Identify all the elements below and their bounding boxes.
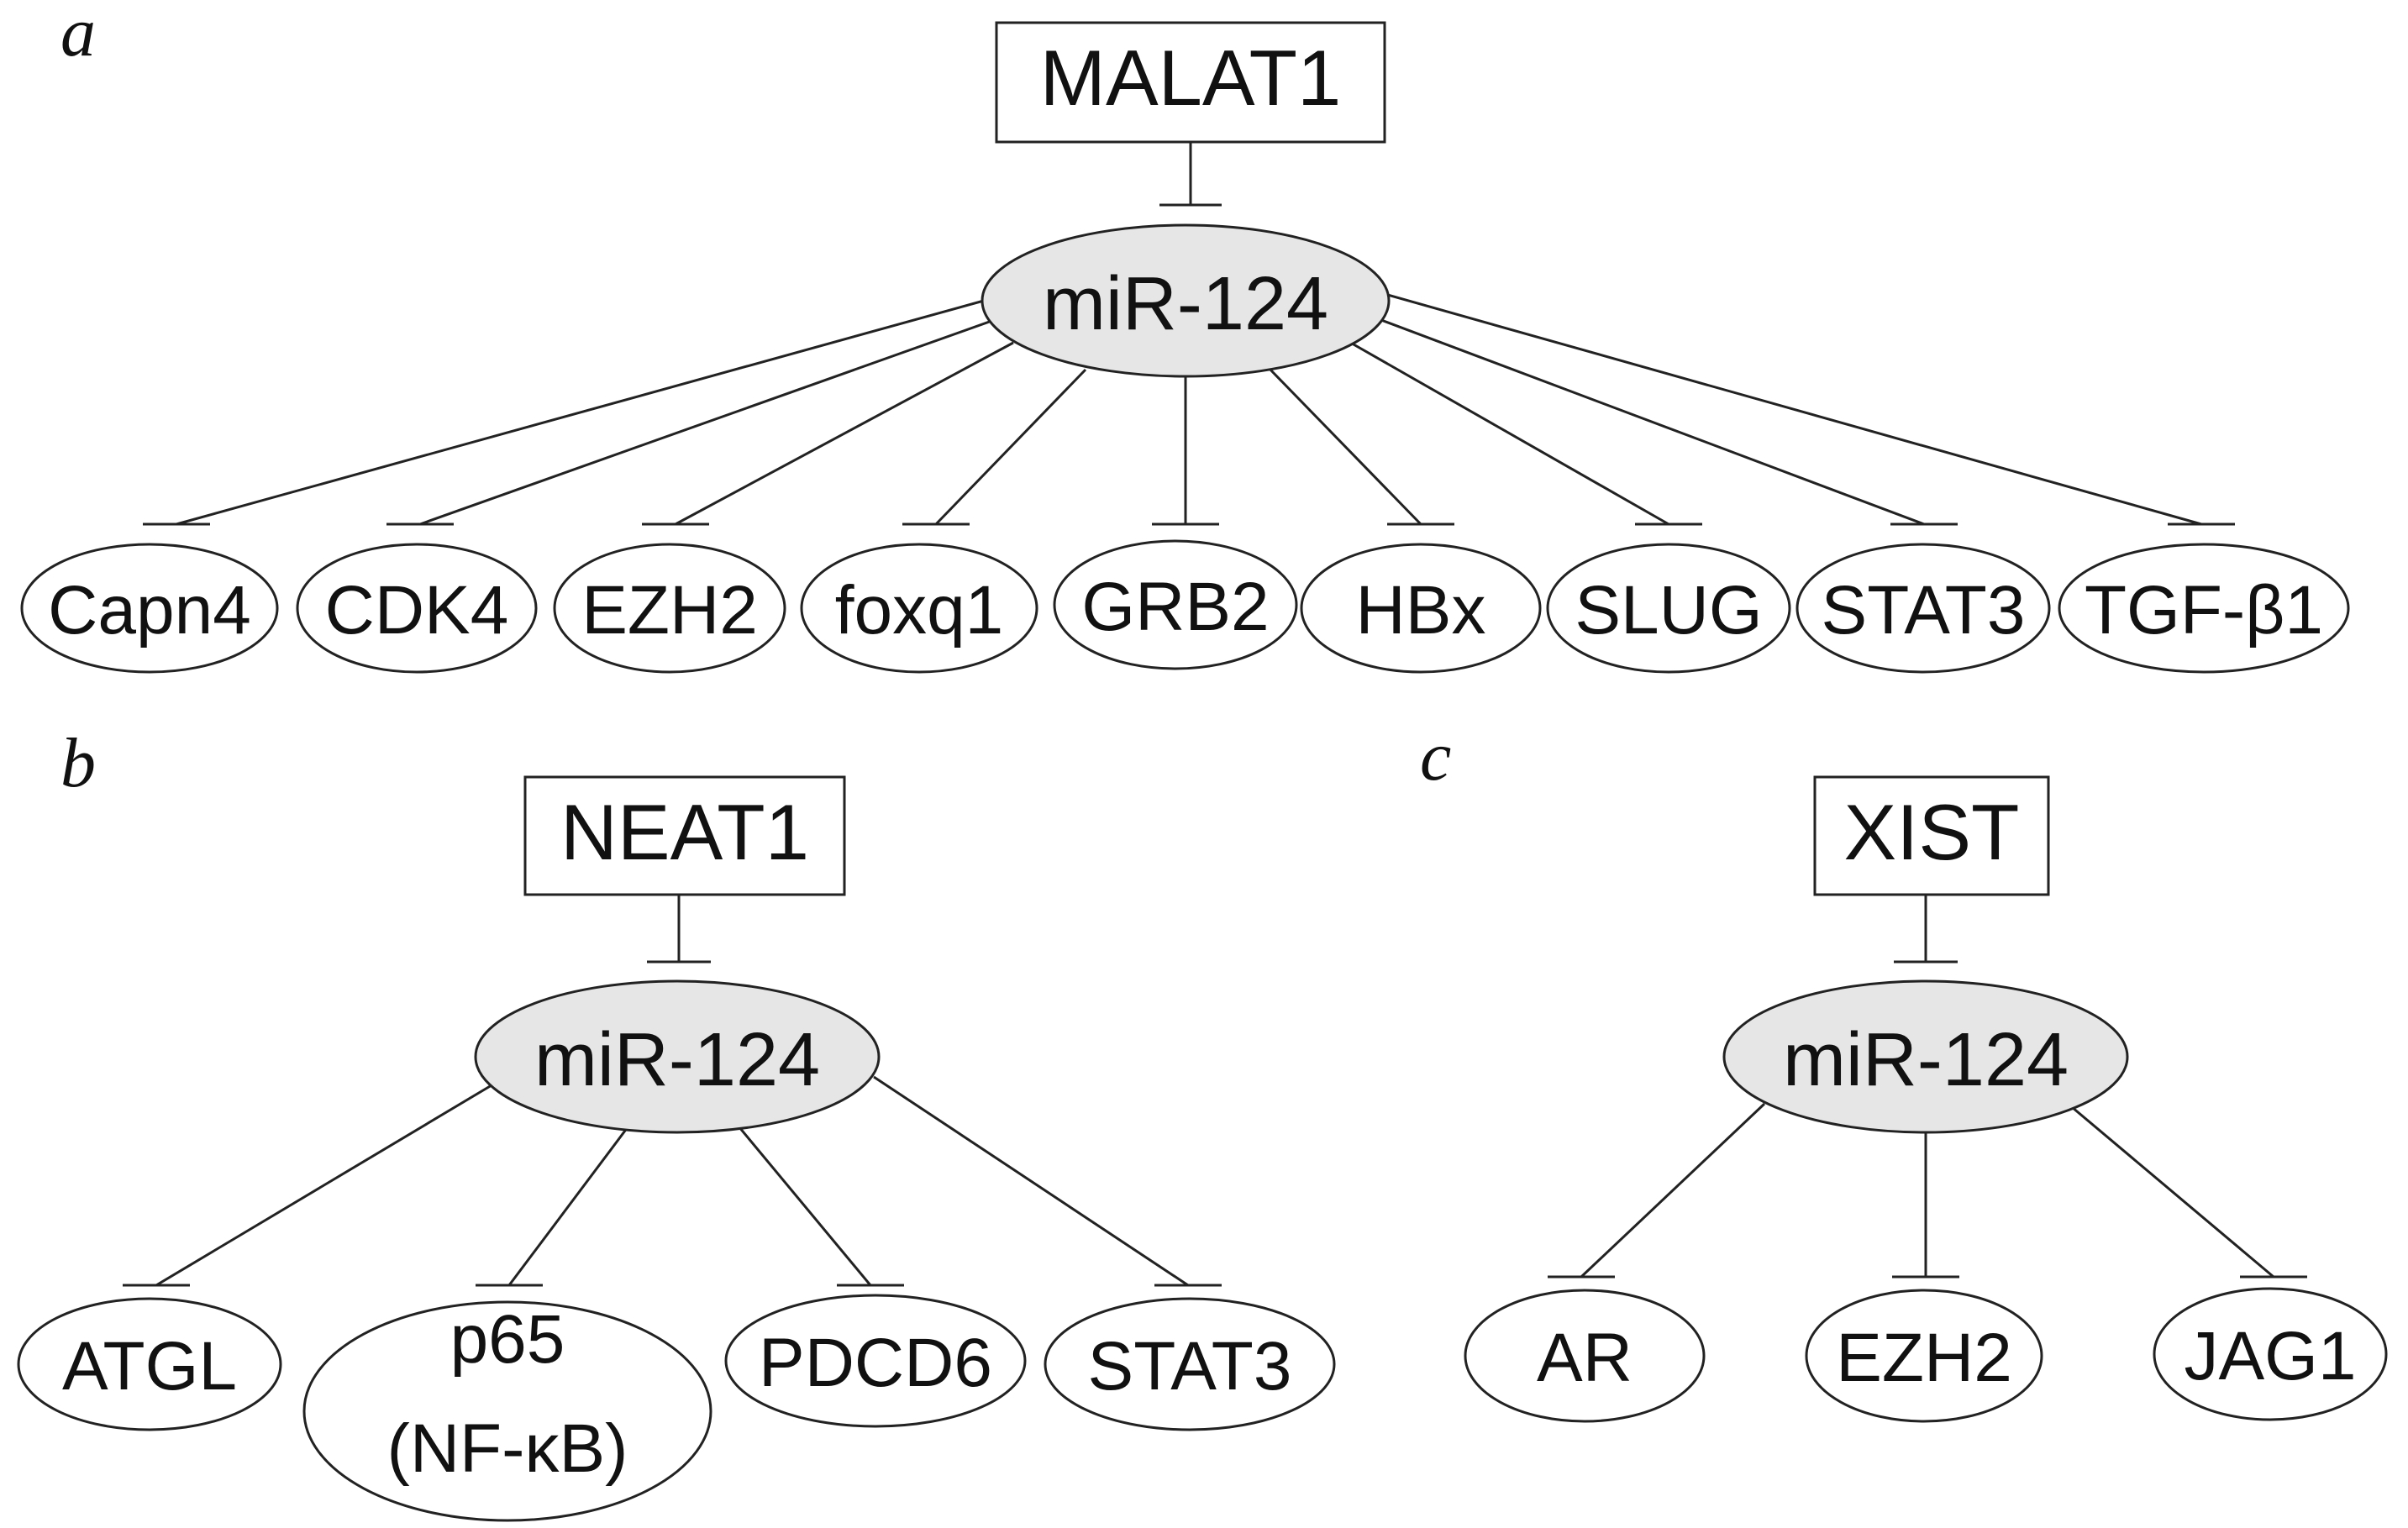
edge-pdcd6 [738, 1126, 872, 1286]
target-label-ezh2-c: EZH2 [1836, 1320, 2012, 1396]
target-label-foxq1: foxq1 [835, 572, 1004, 648]
panel-a-edges [143, 292, 2235, 526]
target-label-pdcd6: PDCD6 [759, 1325, 992, 1401]
lncrna-box-neat1 [523, 775, 846, 896]
panel-c-letter: c [1420, 717, 1451, 796]
panel-b-targets: ATGL p65 (NF-κB) PDCD6 STAT3 [17, 1294, 1336, 1522]
target-node-pdcd6 [724, 1294, 1027, 1428]
lncrna-label-xist: XIST [1844, 788, 2020, 876]
target-label-cdk4: CDK4 [325, 572, 509, 648]
panel-c-edges [1548, 1102, 2307, 1279]
edge-slug [1347, 339, 1669, 526]
edge-atgl [155, 1084, 492, 1287]
edge-hbx [1267, 366, 1422, 526]
target-label-stat3: STAT3 [1822, 572, 2026, 648]
mirna-label-a: miR-124 [1043, 262, 1328, 346]
panel-a-letter: a [60, 0, 96, 71]
target-node-ezh2-c [1805, 1289, 2043, 1423]
target-label-ar: AR [1537, 1320, 1632, 1396]
target-node-stat3-b [1044, 1297, 1336, 1431]
target-node-ar [1464, 1289, 1706, 1423]
target-label-slug: SLUG [1575, 572, 1762, 648]
target-node-slug [1546, 543, 1791, 674]
target-label-jag1: JAG1 [2184, 1318, 2356, 1394]
target-node-jag1 [2153, 1287, 2388, 1421]
edge-capn4 [176, 297, 991, 526]
lncrna-label-neat1: NEAT1 [560, 788, 809, 876]
target-label-grb2: GRB2 [1081, 569, 1269, 645]
mirna-node-b [474, 979, 881, 1134]
panel-b: b NEAT1 miR-124 ATGL p65 (NF-κB) [17, 724, 1336, 1522]
target-node-p65 [302, 1300, 712, 1522]
target-label-p65: p65 [450, 1301, 565, 1378]
mirna-node-c [1722, 979, 2129, 1134]
target-node-hbx [1300, 543, 1542, 674]
target-label-ezh2: EZH2 [581, 572, 758, 648]
edge-foxq1 [934, 368, 1087, 526]
target-node-grb2 [1053, 539, 1298, 670]
mirna-node-a [981, 223, 1391, 378]
edge-jag1 [2071, 1105, 2274, 1279]
panel-b-edges [123, 1075, 1222, 1287]
target-node-tgf-b1 [2058, 543, 2350, 674]
target-label-atgl: ATGL [62, 1328, 237, 1405]
panel-a: a MALAT1 [20, 0, 2350, 674]
target-node-stat3 [1795, 543, 2051, 674]
mirna-label-c: miR-124 [1783, 1018, 2069, 1102]
target-node-atgl [17, 1297, 282, 1431]
target-label-capn4: Capn4 [48, 572, 251, 648]
target-label-hbx: HBx [1356, 572, 1486, 648]
edge-ezh2 [675, 341, 1014, 526]
target-label-tgf-b1: TGF-β1 [2085, 572, 2323, 648]
panel-c: c XIST miR-124 AR EZH2 JAG1 [1420, 717, 2388, 1423]
target-node-foxq1 [800, 543, 1038, 674]
target-node-ezh2 [553, 543, 786, 674]
lncrna-box-xist [1813, 775, 2050, 896]
edge-ar [1580, 1102, 1766, 1279]
target-node-capn4 [20, 543, 279, 674]
edge-stat3 [1374, 316, 1925, 526]
panel-a-targets: Capn4 CDK4 EZH2 foxq1 GRB2 HBx SLUG STAT… [20, 539, 2350, 674]
edge-tgf-b1 [1384, 292, 2202, 526]
panel-b-letter: b [60, 724, 96, 802]
mirna-label-b: miR-124 [534, 1018, 820, 1102]
edge-p65 [507, 1126, 629, 1286]
target-node-cdk4 [296, 543, 538, 674]
edge-cdk4 [419, 318, 997, 526]
target-label-stat3-b: STAT3 [1088, 1328, 1292, 1405]
panel-c-targets: AR EZH2 JAG1 [1464, 1287, 2388, 1423]
edge-stat3-b [873, 1075, 1189, 1287]
target-label-nf-kb: (NF-κB) [387, 1410, 628, 1487]
lncrna-box-malat1 [995, 21, 1386, 144]
lncrna-label-malat1: MALAT1 [1040, 34, 1342, 122]
